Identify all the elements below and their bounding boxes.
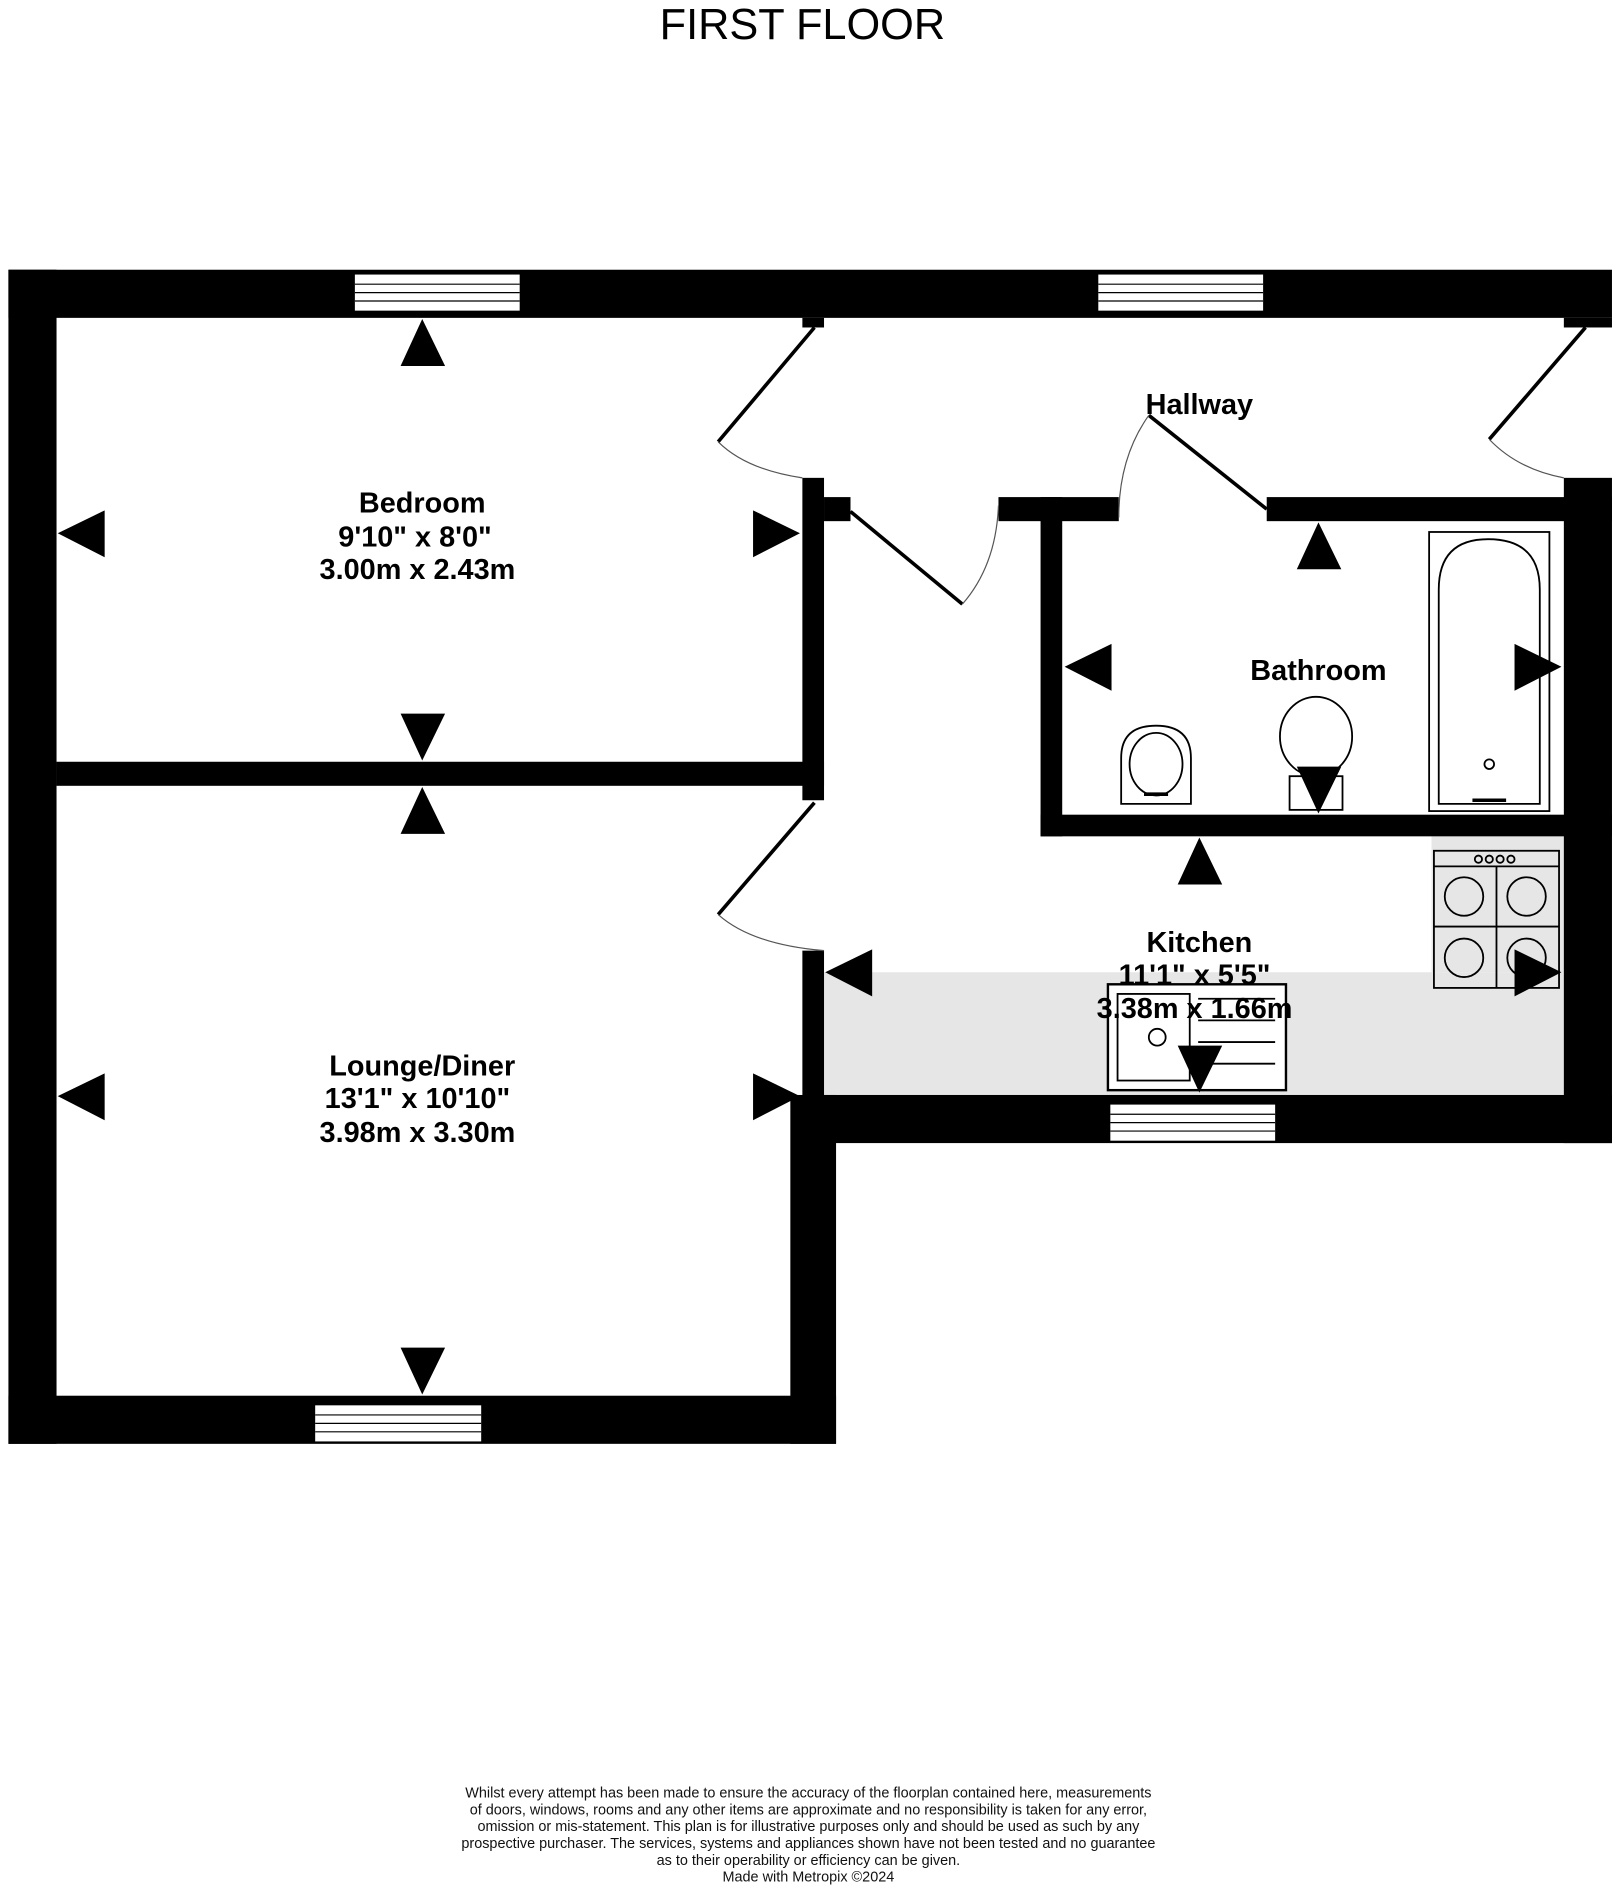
bedroom-imperial: 9'10" x 8'0" bbox=[338, 521, 491, 553]
kitchen-name: Kitchen bbox=[1146, 927, 1252, 959]
hallway-name: Hallway bbox=[1146, 389, 1253, 421]
bedroom-name: Bedroom bbox=[359, 488, 486, 520]
lounge-imperial: 13'1" x 10'10" bbox=[325, 1083, 511, 1115]
disclaimer-line: omission or mis-statement. This plan is … bbox=[477, 1819, 1140, 1835]
basin bbox=[1120, 724, 1192, 805]
hob bbox=[1433, 849, 1560, 989]
bedroom-metric: 3.00m x 2.43m bbox=[320, 554, 516, 586]
window-bedroom bbox=[354, 274, 520, 311]
doors bbox=[716, 326, 1587, 952]
dimension-arrows bbox=[57, 319, 1562, 1395]
disclaimer-line: prospective purchaser. The services, sys… bbox=[461, 1836, 1155, 1852]
lounge-metric: 3.98m x 3.30m bbox=[320, 1117, 516, 1149]
disclaimer: Whilst every attempt has been made to en… bbox=[461, 1786, 1155, 1886]
disclaimer-line: as to their operability or efficiency ca… bbox=[657, 1853, 961, 1869]
window-lounge bbox=[315, 1405, 482, 1442]
disclaimer-line: of doors, windows, rooms and any other i… bbox=[470, 1802, 1147, 1818]
lounge-name: Lounge/Diner bbox=[329, 1051, 515, 1083]
kitchen-imperial: 11'1" x 5'5" bbox=[1119, 959, 1271, 991]
bathroom-name: Bathroom bbox=[1250, 655, 1386, 687]
window-kitchen bbox=[1110, 1104, 1276, 1141]
kitchen-sink bbox=[1106, 983, 1288, 1092]
window-hallway bbox=[1098, 274, 1264, 311]
floor-title: FIRST FLOOR bbox=[660, 1, 945, 49]
credit-line: Made with Metropix ©2024 bbox=[723, 1870, 895, 1886]
kitchen-metric: 3.38m x 1.66m bbox=[1097, 993, 1293, 1025]
walls bbox=[8, 269, 1612, 1444]
disclaimer-line: Whilst every attempt has been made to en… bbox=[465, 1786, 1151, 1802]
